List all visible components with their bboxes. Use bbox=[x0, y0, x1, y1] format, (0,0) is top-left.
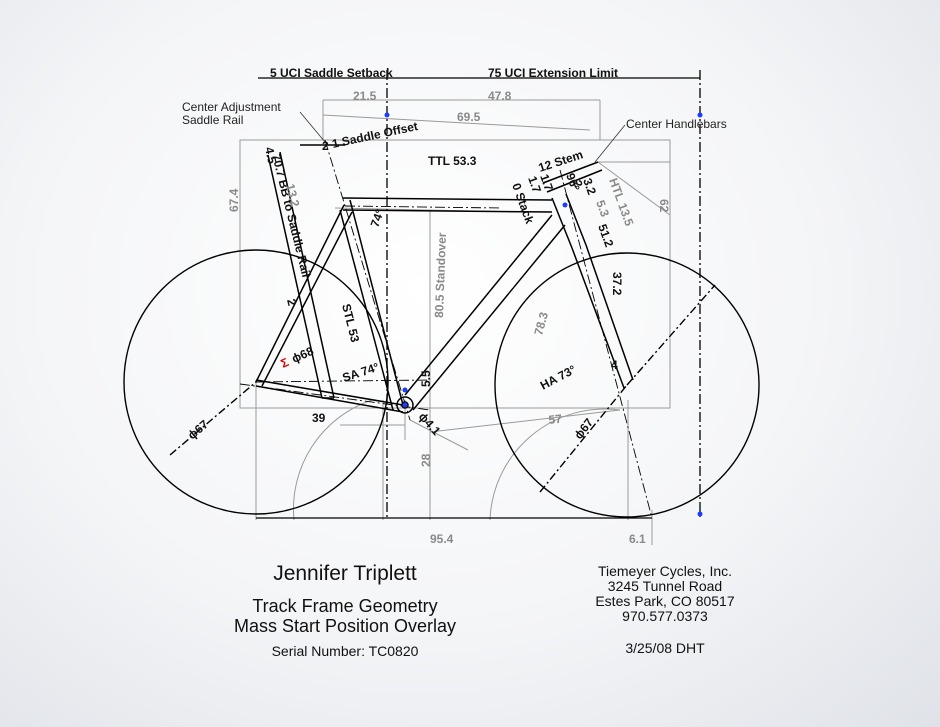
front-wheel-dim: ϕ67 bbox=[571, 415, 596, 441]
wheelbase-dim: 95.4 bbox=[430, 532, 454, 546]
chainstay-dia-dim: ϕ68 bbox=[290, 344, 316, 366]
frame-title-line1: Track Frame Geometry bbox=[252, 596, 438, 616]
frame-tubes bbox=[255, 144, 634, 414]
company-block: Tiemeyer Cycles, Inc. 3245 Tunnel Road E… bbox=[560, 564, 770, 624]
bb-height-dim: 28 bbox=[419, 453, 433, 467]
stem-angle-dim: 96° bbox=[563, 171, 582, 193]
chainstay-sigma: Σ bbox=[279, 355, 291, 371]
saddle-height-small-dim: 4.5 bbox=[262, 146, 279, 166]
headset-dim: 3.2 bbox=[580, 176, 599, 197]
bar-height-dim: 62 bbox=[657, 199, 671, 213]
down-tube bbox=[404, 214, 553, 396]
center-adjustment-label-1: Center Adjustment bbox=[182, 100, 281, 114]
down-tube-dim: 78.3 bbox=[531, 310, 551, 336]
drawn-date: 3/25/08 DHT bbox=[625, 640, 705, 656]
height-dim: 67.4 bbox=[227, 188, 241, 212]
seat-angle-top-dim: 74° bbox=[368, 207, 387, 229]
toe-overlap-dim: 6.1 bbox=[629, 532, 646, 546]
company-street: 3245 Tunnel Road bbox=[607, 578, 723, 594]
company-city: Estes Park, CO 80517 bbox=[595, 593, 735, 609]
rider-name: Jennifer Triplett bbox=[273, 562, 417, 585]
top-dimension-lines bbox=[256, 70, 701, 520]
head-small-dim: 5.3 bbox=[593, 198, 612, 219]
fork bbox=[571, 247, 625, 389]
seat-tube-small-dim: 2 bbox=[284, 297, 299, 307]
spacer-3-dim: 2 bbox=[570, 178, 586, 189]
chain-stay bbox=[255, 379, 404, 406]
center-lines bbox=[239, 139, 653, 519]
spacer-2-dim: 1.7 bbox=[537, 172, 556, 193]
standover-dim: 80.5 Standover bbox=[432, 232, 449, 318]
spacer-1-dim: 1.7 bbox=[525, 174, 544, 195]
top-tube bbox=[342, 197, 553, 201]
seat-stay bbox=[255, 204, 345, 383]
rear-wheel-circle bbox=[123, 249, 389, 515]
offset-small-dim: 2 bbox=[322, 139, 329, 153]
fork-offset-dim: 4 bbox=[611, 358, 618, 372]
sa-dim: SA 74° bbox=[341, 360, 381, 385]
bottom-bracket bbox=[396, 396, 414, 414]
htl-dim: HTL 13.5 bbox=[606, 176, 636, 228]
ttl-dim: TTL 53.3 bbox=[428, 154, 477, 168]
stl-dim: STL 53 bbox=[339, 302, 362, 344]
front-center-dim: 57 bbox=[548, 412, 563, 427]
wheels bbox=[123, 249, 760, 518]
extension-dim: 47.8 bbox=[488, 89, 512, 103]
center-adjustment-label-2: Saddle Rail bbox=[182, 113, 243, 127]
setback-dim: 21.5 bbox=[353, 89, 377, 103]
rear-wheel-dim: ϕ67 bbox=[185, 417, 211, 442]
center-handlebars-label: Center Handlebars bbox=[626, 117, 727, 131]
saddle-stack-dim: 13.2 bbox=[283, 182, 302, 208]
ha-dim: HA 73° bbox=[538, 362, 579, 392]
seat-tube bbox=[349, 199, 404, 406]
reach-dim: 69.5 bbox=[457, 110, 481, 124]
head-len-dim: 51.2 bbox=[595, 222, 616, 249]
frame-title-line2: Mass Start Position Overlay bbox=[233, 616, 457, 636]
reference-points bbox=[384, 112, 703, 517]
bb-drop-dim: 5.5 bbox=[419, 370, 433, 387]
serial-number: Serial Number: TC0820 bbox=[271, 643, 419, 659]
bb-shell-dim: ϕ4.1 bbox=[416, 410, 444, 439]
head-tube bbox=[551, 197, 573, 249]
overlay-construction-lines bbox=[239, 99, 671, 545]
front-wheel-circle bbox=[494, 252, 760, 518]
company-phone: 970.577.0373 bbox=[622, 608, 708, 624]
chainstay-dim: 39 bbox=[312, 411, 326, 425]
saddle-setback-label: 5 UCI Saddle Setback bbox=[270, 66, 393, 80]
extension-limit-label: 75 UCI Extension Limit bbox=[488, 66, 618, 80]
fork-length-dim: 37.2 bbox=[610, 272, 624, 296]
callout-leaders bbox=[299, 111, 626, 163]
company-name: Tiemeyer Cycles, Inc. bbox=[597, 563, 733, 579]
saddle-offset-dim: 1 Saddle Offset bbox=[331, 119, 419, 151]
